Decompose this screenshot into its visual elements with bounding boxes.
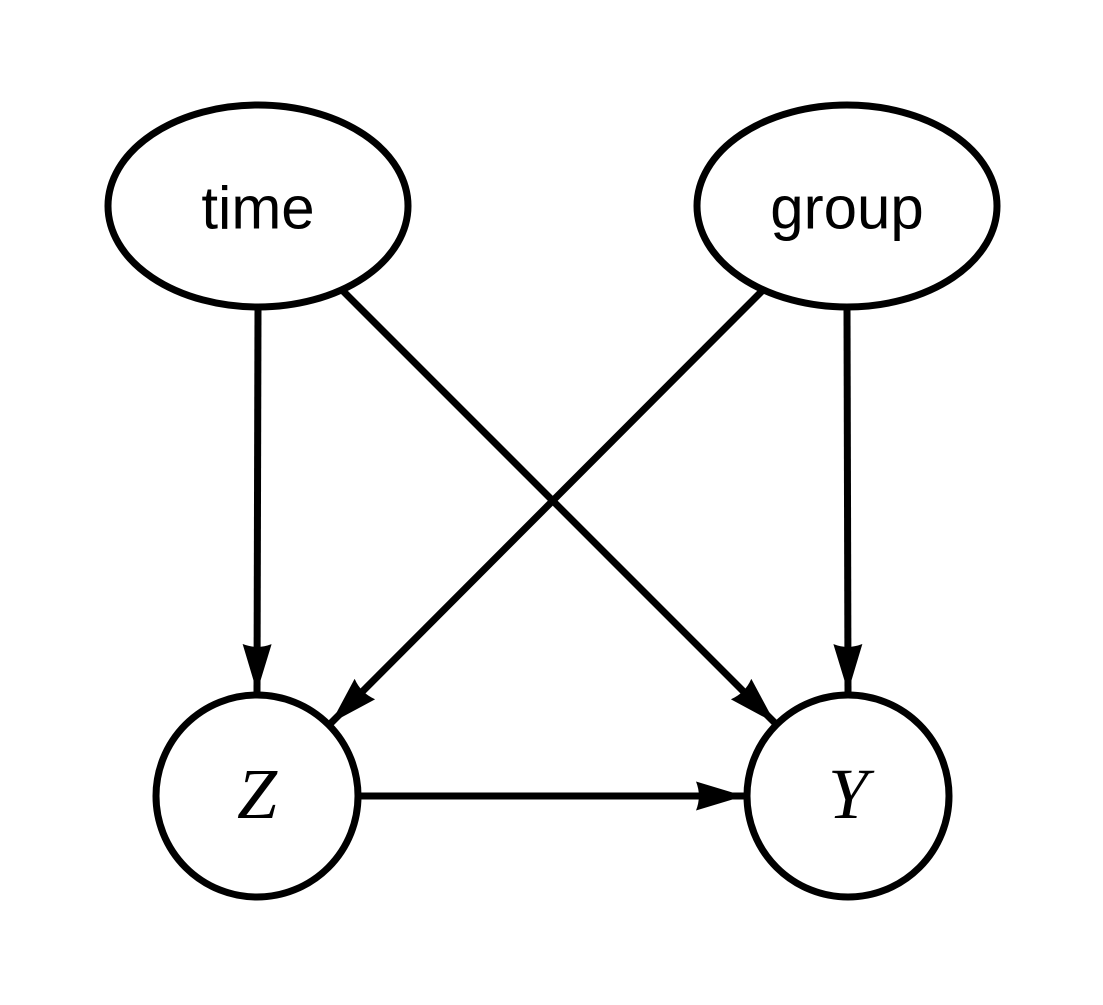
node-time-ellipse: [104, 101, 412, 311]
node-group-ellipse: [693, 101, 1001, 311]
node-Y-circle: [743, 691, 953, 901]
node-Z-circle: [152, 691, 362, 901]
node-time-label: time: [201, 175, 314, 242]
edge-group-to-Z: [328, 287, 766, 726]
edge-group-to-Y: [833, 306, 863, 693]
node-group-label: group: [770, 175, 923, 242]
node-Y-label: Y: [828, 754, 875, 834]
edge-time-to-Y: [339, 287, 778, 726]
node-Z-label: Z: [237, 754, 278, 834]
edge-time-to-Z: [242, 306, 272, 693]
